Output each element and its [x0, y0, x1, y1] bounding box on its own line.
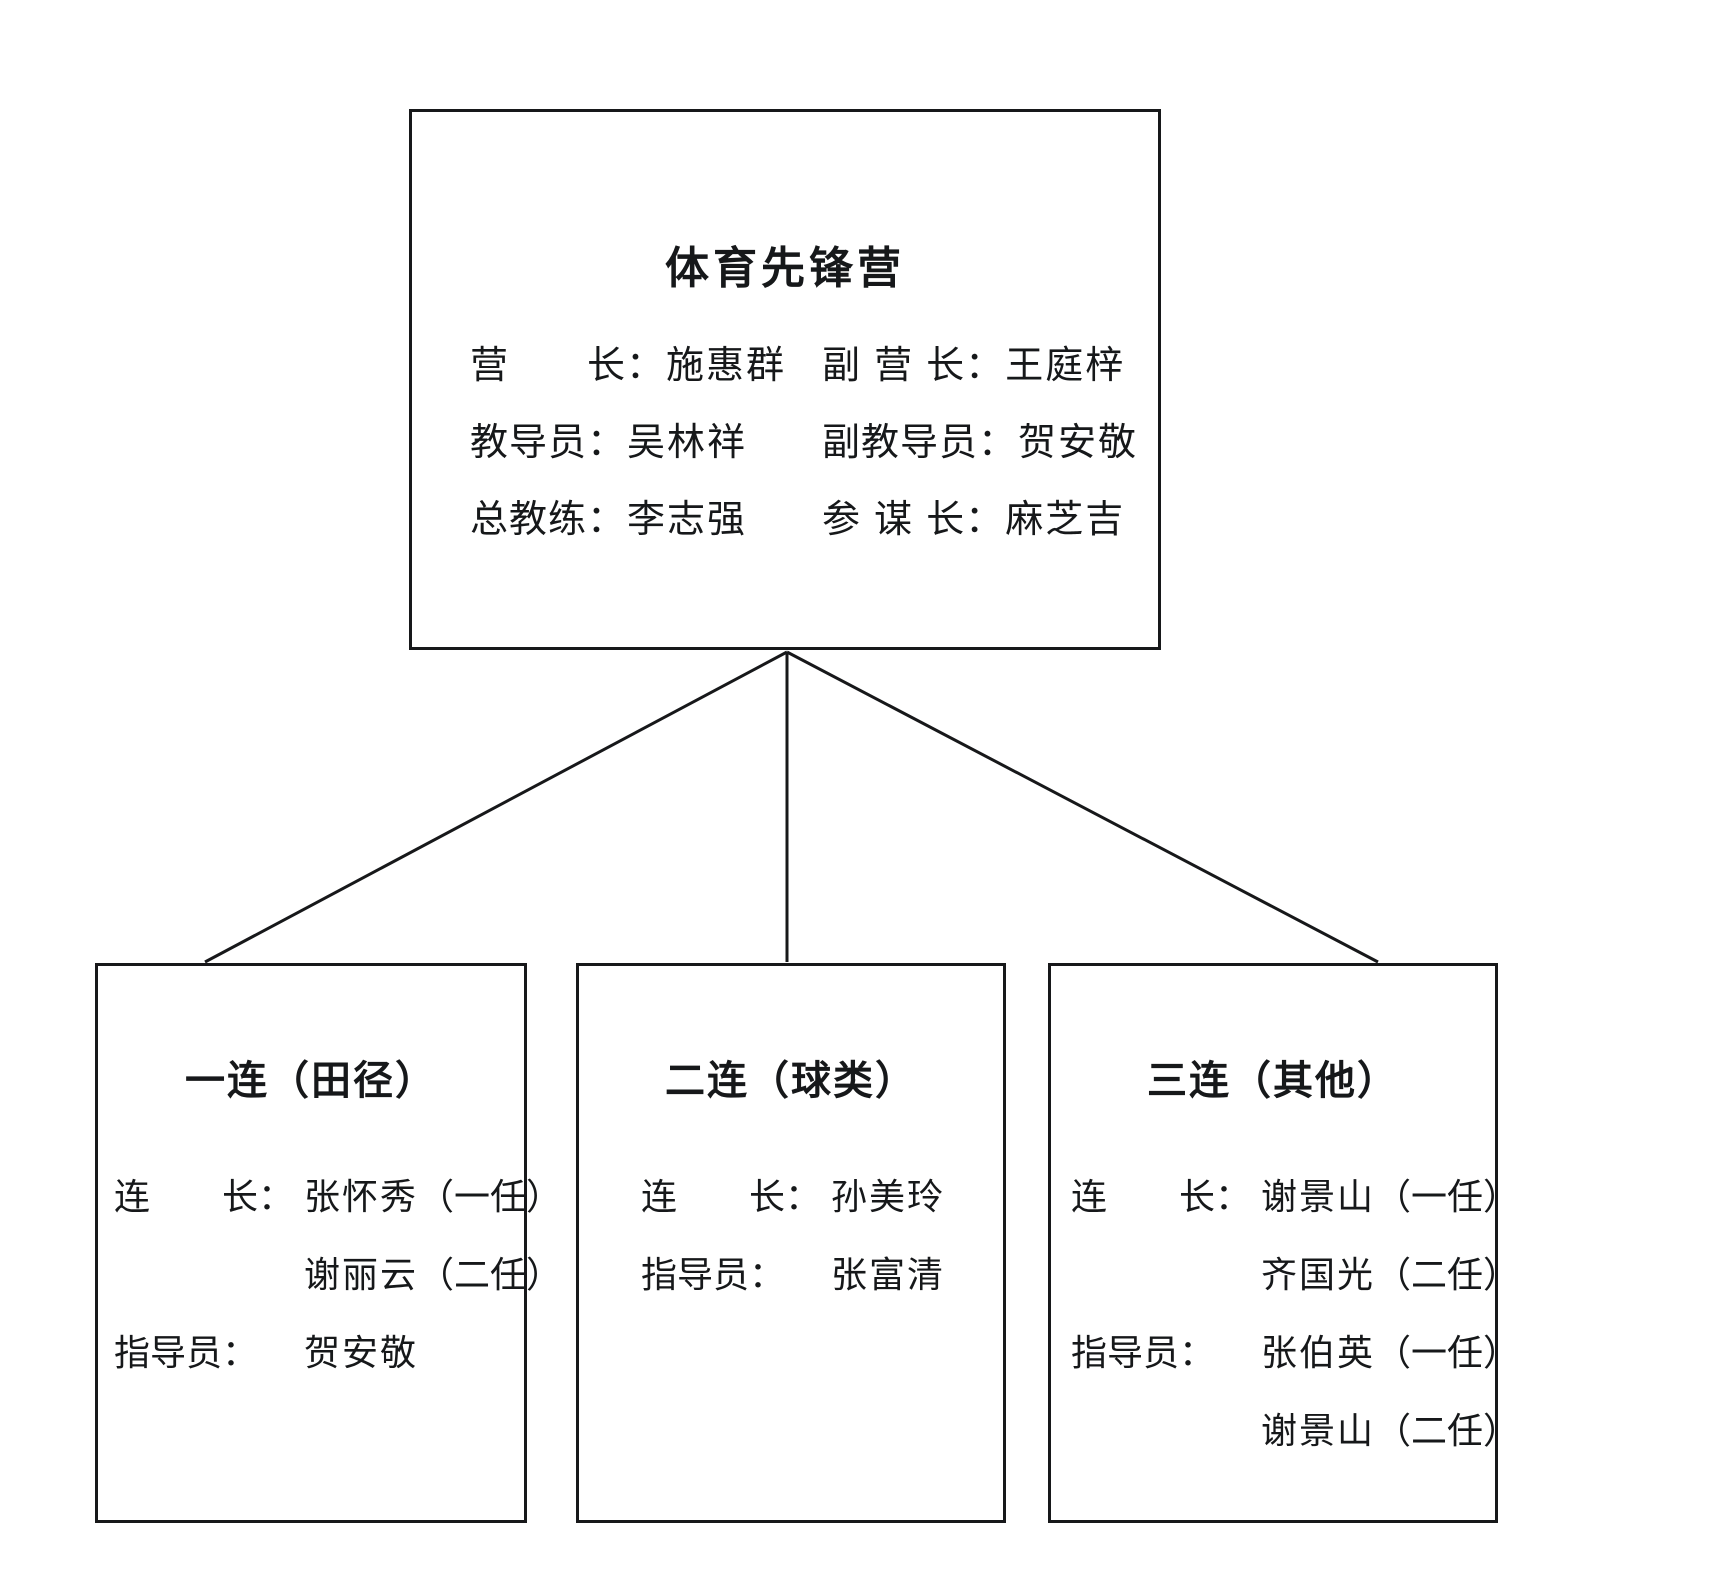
company-title: 二连（球类） — [665, 1058, 917, 1104]
battalion-role-commander: 营 长 ： 施惠群 — [470, 334, 822, 389]
name-text: 谢丽云 — [304, 1255, 419, 1296]
colon: ： — [1179, 1333, 1216, 1374]
company-row: 连 长： 孙美玲 — [641, 1168, 1003, 1220]
battalion-row: 总教练 ： 李志强 参 谋 长 ： 麻芝吉 — [470, 488, 1123, 543]
role-label: 连 长： — [641, 1168, 831, 1220]
person-name: 谢景山（二任） — [1261, 1402, 1519, 1454]
role-label: 副 营 长 — [822, 343, 966, 387]
company-node-2[interactable]: 二连（球类） 连 长： 孙美玲 指导员： 张富清 — [576, 963, 1006, 1523]
battalion-row: 教导员 ： 吴林祥 副教导员 ： 贺安敬 — [470, 411, 1136, 466]
role-label: 连 长： — [1071, 1168, 1261, 1220]
company-title: 一连（田径） — [185, 1058, 437, 1104]
name-text: 齐国光 — [1261, 1255, 1376, 1296]
term-text: （二任） — [1375, 1255, 1520, 1296]
person-name: 施惠群 — [666, 343, 787, 387]
company-row: 指导员： 张伯英（一任） — [1071, 1324, 1519, 1376]
person-name: 张伯英（一任） — [1261, 1324, 1519, 1376]
colon: ： — [587, 497, 626, 541]
name-text: 贺安敬 — [304, 1333, 419, 1374]
role-label: 总教练 — [470, 497, 588, 541]
role-label: 指导员： — [114, 1324, 304, 1376]
battalion-role-head-coach: 总教练 ： 李志强 — [470, 488, 822, 543]
role-label: 营 长 — [470, 343, 627, 387]
company-row: 谢景山（二任） — [1071, 1402, 1519, 1454]
role-label: 指导员： — [641, 1246, 831, 1298]
colon: ： — [749, 1255, 786, 1296]
company-node-3[interactable]: 三连（其他） 连 长： 谢景山（一任） 齐国光（二任） — [1048, 963, 1519, 1523]
colon: ： — [258, 1177, 295, 1218]
company-roster: 连 长： 孙美玲 指导员： 张富清 — [579, 1168, 1003, 1298]
battalion-role-chief-of-staff: 参 谋 长 ： 麻芝吉 — [822, 488, 1125, 543]
company-row: 齐国光（二任） — [1071, 1246, 1519, 1298]
name-text: 孙美玲 — [831, 1177, 946, 1218]
role-label: 副教导员 — [822, 420, 979, 464]
person-name: 谢丽云（二任） — [304, 1246, 562, 1298]
company-row: 指导员： 张富清 — [641, 1246, 1003, 1298]
role-text: 指导员 — [114, 1333, 223, 1374]
person-name: 麻芝吉 — [1005, 497, 1126, 541]
role-label: 参 谋 长 — [822, 497, 966, 541]
company-roster: 连 长： 谢景山（一任） 齐国光（二任） 指导员： 张伯英（ — [1051, 1168, 1519, 1454]
colon: ： — [965, 497, 1004, 541]
person-name: 李志强 — [627, 497, 748, 541]
battalion-node[interactable]: 体育先锋营 营 长 ： 施惠群 副 营 长 ： 王庭梓 教导员 ： 吴 — [409, 109, 1161, 650]
company-row: 谢丽云（二任） — [114, 1246, 562, 1298]
name-text: 张伯英 — [1261, 1333, 1376, 1374]
role-label: 连 长： — [114, 1168, 304, 1220]
company-row: 连 长： 谢景山（一任） — [1071, 1168, 1519, 1220]
battalion-role-instructor: 教导员 ： 吴林祥 — [470, 411, 822, 466]
battalion-role-deputy-instructor: 副教导员 ： 贺安敬 — [822, 411, 1138, 466]
term-text: （一任） — [418, 1177, 563, 1218]
person-name: 张怀秀（一任） — [304, 1168, 562, 1220]
term-text: （二任） — [418, 1255, 563, 1296]
term-text: （一任） — [1375, 1177, 1520, 1218]
company-title: 三连（其他） — [1147, 1058, 1399, 1104]
name-text: 谢景山 — [1261, 1177, 1376, 1218]
colon: ： — [785, 1177, 822, 1218]
colon: ： — [965, 343, 1004, 387]
role-label: 教导员 — [470, 420, 588, 464]
name-text: 谢景山 — [1261, 1411, 1376, 1452]
colon: ： — [626, 343, 665, 387]
person-name: 谢景山（一任） — [1261, 1168, 1519, 1220]
company-row: 连 长： 张怀秀（一任） — [114, 1168, 562, 1220]
term-text: （二任） — [1375, 1411, 1520, 1452]
role-text: 连 长 — [1071, 1177, 1216, 1218]
role-text: 连 长 — [114, 1177, 259, 1218]
name-text: 张怀秀 — [304, 1177, 419, 1218]
battalion-title: 体育先锋营 — [665, 243, 905, 294]
person-name: 张富清 — [831, 1246, 945, 1298]
colon: ： — [222, 1333, 259, 1374]
company-node-1[interactable]: 一连（田径） 连 长： 张怀秀（一任） 谢丽云（二任） — [95, 963, 562, 1523]
role-text: 指导员 — [641, 1255, 750, 1296]
role-label: 指导员： — [1071, 1324, 1261, 1376]
person-name: 王庭梓 — [1005, 343, 1126, 387]
person-name: 贺安敬 — [304, 1324, 418, 1376]
company-roster: 连 长： 张怀秀（一任） 谢丽云（二任） 指导员： 贺安敬 — [98, 1168, 562, 1376]
battalion-roster: 营 长 ： 施惠群 副 营 长 ： 王庭梓 教导员 ： 吴林祥 副教导员 — [412, 334, 1158, 543]
battalion-role-deputy-commander: 副 营 长 ： 王庭梓 — [822, 334, 1125, 389]
role-text: 连 长 — [641, 1177, 786, 1218]
person-name: 吴林祥 — [627, 420, 748, 464]
connector-root-to-company-3 — [786, 650, 1379, 964]
name-text: 张富清 — [831, 1255, 946, 1296]
battalion-row: 营 长 ： 施惠群 副 营 长 ： 王庭梓 — [470, 334, 1123, 389]
term-text: （一任） — [1375, 1333, 1520, 1374]
person-name: 齐国光（二任） — [1261, 1246, 1519, 1298]
person-name: 贺安敬 — [1018, 420, 1139, 464]
person-name: 孙美玲 — [831, 1168, 945, 1220]
colon: ： — [978, 420, 1017, 464]
colon: ： — [1215, 1177, 1252, 1218]
role-text: 指导员 — [1071, 1333, 1180, 1374]
connector-root-to-company-1 — [204, 650, 788, 964]
company-row: 指导员： 贺安敬 — [114, 1324, 524, 1376]
colon: ： — [587, 420, 626, 464]
